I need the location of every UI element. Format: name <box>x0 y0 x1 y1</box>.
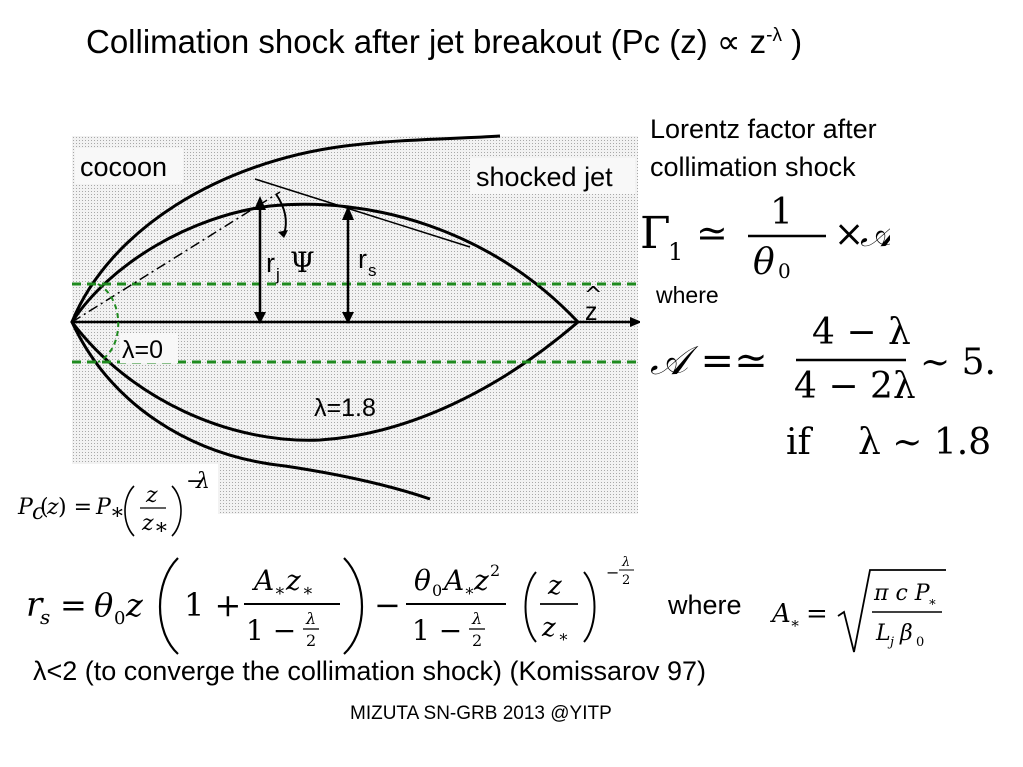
gamma-equation: Γ 1 ≃ 1 θ 0 × 𝒜 <box>640 192 890 280</box>
svg-text:0: 0 <box>114 608 125 629</box>
svg-text:∗: ∗ <box>302 581 314 601</box>
svg-text:θ: θ <box>94 586 113 624</box>
svg-text:∗: ∗ <box>928 595 937 610</box>
rs-subscript: s <box>368 261 377 280</box>
slide-title: Collimation shock after jet breakout (Pc… <box>86 22 802 61</box>
svg-text:A: A <box>251 564 274 597</box>
svg-text:) =: ) = <box>58 495 92 520</box>
gamma-symbol: Γ <box>640 208 671 259</box>
svg-text:∗: ∗ <box>790 614 800 632</box>
svg-text:j: j <box>887 635 894 650</box>
svg-text:∗: ∗ <box>464 581 475 600</box>
footer-credit: MIZUTA SN-GRB 2013 @YITP <box>350 703 612 724</box>
svg-text:A: A <box>770 599 791 629</box>
svg-text:L: L <box>875 621 891 646</box>
svg-text:∗: ∗ <box>274 581 286 601</box>
if-condition: λ ∼ 1.8 <box>858 422 991 463</box>
svg-text:∗: ∗ <box>110 500 125 525</box>
svg-text:A: A <box>441 564 464 597</box>
svg-text:∗: ∗ <box>154 515 169 540</box>
A-equation: 𝒜 =≃ 4 − λ 4 − 2λ ∼ 5. if λ ∼ 1.8 <box>650 312 996 463</box>
approx-symbol: ≃ <box>696 211 728 255</box>
theta-symbol: θ <box>753 242 775 280</box>
svg-text:2: 2 <box>622 573 630 588</box>
pc-equation: P c ( z ) = P ∗ z z ∗ − λ <box>17 469 210 540</box>
svg-text:0: 0 <box>432 581 442 600</box>
svg-text:λ: λ <box>471 609 482 628</box>
astar-equation: A ∗ = π c P ∗ L j β 0 <box>770 569 946 653</box>
where-label-1: where <box>656 282 719 308</box>
lambda0-arc <box>97 283 120 363</box>
lambda18-label: λ=1.8 <box>314 394 376 422</box>
theta-subscript: 0 <box>778 259 791 280</box>
svg-text:0: 0 <box>916 635 924 650</box>
svg-text:z: z <box>145 483 158 508</box>
rs-equation: r s = θ 0 z 1 + A ∗ z ∗ 1 − λ 2 − θ 0 A … <box>26 555 634 655</box>
svg-text:λ: λ <box>195 469 210 494</box>
svg-text:=: = <box>60 586 87 624</box>
svg-text:λ: λ <box>305 609 316 628</box>
svg-text:2: 2 <box>490 561 500 580</box>
svg-text:−: − <box>186 469 204 494</box>
rj-label: r <box>266 248 275 278</box>
tangent-line <box>254 178 471 248</box>
svg-text:=: = <box>806 599 828 629</box>
svg-text:s: s <box>40 605 50 629</box>
A-denominator: 4 − 2λ <box>794 366 916 407</box>
fraction-numerator: 1 <box>770 192 793 233</box>
A-symbol: 𝒜 <box>860 211 890 255</box>
lambda0-label: λ=0 <box>122 336 163 364</box>
z-axis-arrow <box>630 317 640 327</box>
title-close: ) <box>781 23 803 60</box>
lorentz-heading: Lorentz factor after collimation shock <box>650 110 877 186</box>
svg-text:−: − <box>606 563 619 582</box>
zhat-label: z <box>585 298 598 326</box>
lorentz-line-1: Lorentz factor after <box>650 114 877 144</box>
collimation-diagram: cocoon shocked jet r j Ψ r s z ^ λ=0 λ=1… <box>70 134 640 514</box>
svg-text:z: z <box>141 511 154 536</box>
title-exponent: -λ <box>766 25 782 46</box>
svg-text:z: z <box>46 495 59 520</box>
svg-text:−: − <box>374 586 401 624</box>
svg-text:1 +: 1 + <box>184 586 241 624</box>
svg-text:π c P: π c P <box>873 581 931 606</box>
cocoon-boundary <box>70 134 501 323</box>
svg-text:1 −: 1 − <box>246 614 296 647</box>
svg-text:z: z <box>285 564 301 597</box>
svg-text:z: z <box>473 564 489 597</box>
svg-text:∗: ∗ <box>558 627 569 646</box>
cocoon-boundary-lower <box>70 321 431 501</box>
psi-label: Ψ <box>290 246 315 279</box>
A-numerator: 4 − λ <box>812 312 911 353</box>
A-tilde: ∼ 5. <box>920 342 996 383</box>
cocoon-label: cocoon <box>80 152 167 182</box>
svg-text:z: z <box>541 613 556 643</box>
where-label-2: where <box>668 590 742 620</box>
svg-text:z: z <box>125 586 144 624</box>
svg-text:r: r <box>26 585 44 625</box>
rs-label: r <box>358 244 367 274</box>
dash-dot-line <box>71 191 281 323</box>
svg-text:P: P <box>17 495 34 520</box>
svg-text:λ: λ <box>621 555 630 570</box>
times-symbol: × <box>834 214 864 255</box>
gamma-subscript: 1 <box>668 238 683 266</box>
svg-text:c: c <box>32 500 44 525</box>
shocked-jet-label: shocked jet <box>476 162 613 192</box>
convergence-condition: λ<2 (to converge the collimation shock) … <box>33 656 707 686</box>
svg-text:2: 2 <box>306 631 316 650</box>
A-equals: 𝒜 =≃ <box>650 338 768 384</box>
title-main: Collimation shock after jet breakout (Pc… <box>86 23 767 60</box>
rj-subscript: j <box>275 265 280 284</box>
svg-text:β: β <box>899 621 913 646</box>
svg-text:(: ( <box>40 495 49 520</box>
svg-text:1 −: 1 − <box>412 614 462 647</box>
if-text: if <box>786 422 814 463</box>
svg-text:θ: θ <box>414 564 431 597</box>
zhat-hat-icon: ^ <box>584 283 602 308</box>
lorentz-line-2: collimation shock <box>650 152 856 182</box>
svg-text:2: 2 <box>472 631 482 650</box>
svg-text:P: P <box>95 495 112 520</box>
svg-text:z: z <box>547 571 562 601</box>
